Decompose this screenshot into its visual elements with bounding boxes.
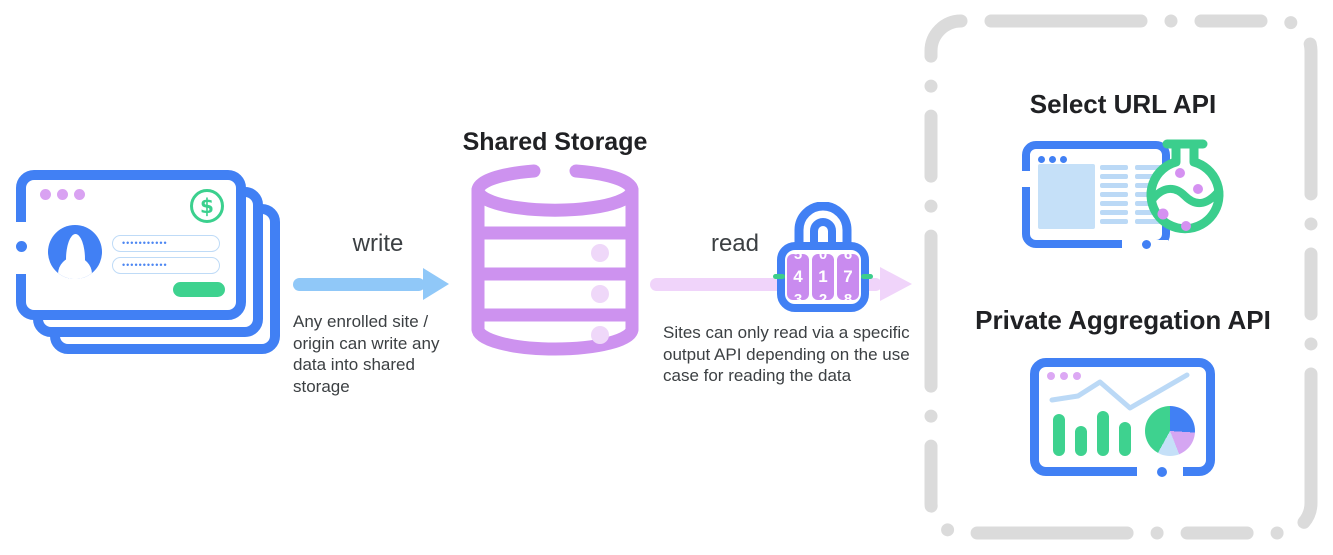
password-dots: ••••••••••• bbox=[122, 238, 168, 248]
flask-bubbles bbox=[1157, 168, 1203, 231]
lock-dash-right bbox=[861, 274, 873, 279]
read-arrow-head bbox=[880, 267, 912, 301]
lock-body: 5 4 3 0 1 2 6 7 8 bbox=[777, 242, 869, 312]
dashboard-icon bbox=[1030, 358, 1215, 477]
wheel-digit-partial: 0 bbox=[818, 254, 828, 263]
site-card-stack: $ ••••••••••• ••••••••••• bbox=[15, 170, 282, 356]
border-gap-dot bbox=[1142, 239, 1151, 249]
password-input-1: ••••••••••• bbox=[112, 235, 220, 252]
wheel-digit: 4 bbox=[793, 267, 803, 286]
wheel-digit-partial: 3 bbox=[793, 291, 803, 300]
password-dots: ••••••••••• bbox=[122, 260, 168, 270]
lock-shackle bbox=[794, 202, 852, 252]
wheel-digit-partial: 6 bbox=[843, 254, 853, 263]
select-url-api-title: Select URL API bbox=[1029, 89, 1217, 119]
shared-storage-title: Shared Storage bbox=[462, 128, 648, 156]
lock-dash-left bbox=[773, 274, 785, 279]
read-caption: Sites can only read via a specific outpu… bbox=[663, 323, 910, 385]
combination-lock-icon: 5 4 3 0 1 2 6 7 8 bbox=[773, 202, 873, 333]
wheel-digit-partial: 8 bbox=[843, 291, 853, 300]
lock-wheel-3: 6 7 8 bbox=[837, 254, 859, 300]
text-lines bbox=[1100, 165, 1128, 228]
bar-chart-bar bbox=[1097, 411, 1109, 456]
database-icon bbox=[471, 164, 639, 356]
content-block bbox=[1038, 164, 1095, 229]
line-chart-icon bbox=[1049, 372, 1190, 411]
private-aggregation-api-title: Private Aggregation API bbox=[975, 305, 1271, 335]
submit-button bbox=[173, 282, 225, 297]
lock-wheel-2: 0 1 2 bbox=[812, 254, 834, 300]
bar-chart-bar bbox=[1119, 422, 1131, 456]
bar-chart-bar bbox=[1053, 414, 1065, 456]
border-gap bbox=[1022, 171, 1030, 187]
wheel-digit: 1 bbox=[818, 267, 828, 286]
avatar-icon bbox=[48, 225, 102, 279]
flask-icon bbox=[1146, 139, 1224, 234]
write-arrow bbox=[293, 278, 425, 291]
write-label: write bbox=[352, 230, 404, 257]
border-gap-dot bbox=[15, 241, 27, 252]
wheel-digit: 7 bbox=[843, 267, 853, 286]
pie-chart-icon bbox=[1145, 406, 1195, 456]
site-card-front: $ ••••••••••• ••••••••••• bbox=[15, 170, 246, 320]
bar-chart-bar bbox=[1075, 426, 1087, 456]
read-label: read bbox=[710, 230, 760, 257]
wheel-digit-partial: 5 bbox=[793, 254, 803, 263]
dollar-icon: $ bbox=[190, 189, 224, 223]
write-arrow-head bbox=[423, 268, 449, 300]
window-controls-icon bbox=[1047, 372, 1081, 380]
border-gap-dot bbox=[1157, 466, 1167, 477]
wheel-digit-partial: 2 bbox=[818, 291, 828, 300]
write-caption: Any enrolled site / origin can write any… bbox=[293, 312, 440, 396]
lock-wheel-1: 5 4 3 bbox=[787, 254, 809, 300]
password-input-2: ••••••••••• bbox=[112, 257, 220, 274]
window-controls-icon bbox=[1038, 156, 1067, 163]
window-controls-icon bbox=[40, 189, 85, 200]
